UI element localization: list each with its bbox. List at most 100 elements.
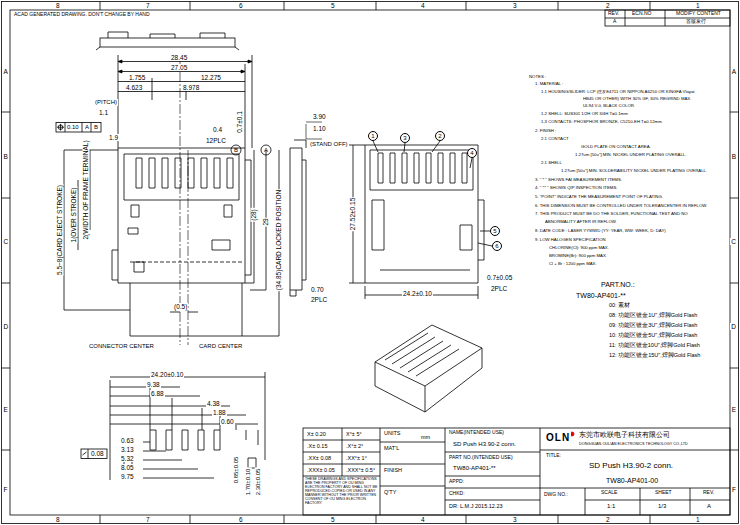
vertical-dimension: 0.85±0.05 — [233, 456, 240, 485]
callout-number: 5 — [493, 228, 496, 234]
drawing-label: 8. DATE CODE : LASER YYWWD (YY: YEAR, WW… — [534, 229, 667, 234]
drawing-label: X± 0.20 — [306, 431, 327, 437]
drawing-label: 1.10 — [312, 125, 327, 132]
drawing-label: 2.1 SHELL — [540, 161, 563, 166]
drawing-label: 4.38 — [206, 400, 221, 407]
vertical-dimension: 27.52±0.15 — [349, 197, 356, 231]
drawing-label: 0.60 — [220, 418, 235, 425]
callout-circle: 5 — [490, 226, 500, 236]
drawing-label: B — [731, 153, 737, 160]
drawing-label: 1.88 — [212, 409, 227, 416]
drawing-label: TW80-AP401-** — [575, 292, 627, 300]
drawing-label: 3 — [512, 516, 518, 523]
drawing-label: (PITCH) — [94, 99, 118, 106]
callout-circle: 4 — [467, 148, 477, 158]
drawing-label: 27.05 — [170, 64, 188, 71]
drawing-label: .XXX± 0.05 — [306, 467, 336, 473]
vertical-dimension: 0.7±0.1 — [236, 110, 243, 134]
drawing-label: A — [706, 503, 712, 510]
drawing-label: 12.275 — [200, 74, 222, 81]
drawing-label: MODIFY CONTENT — [675, 11, 722, 17]
drawing-label: 2PLC — [310, 296, 328, 303]
drawing-label: 0.08 — [90, 450, 105, 457]
drawing-label: 4 — [420, 516, 426, 523]
drawing-label: A — [84, 124, 90, 131]
drawing-label: 7. THIS PRODUCT MUST BE DO THE SOLDER, F… — [534, 212, 689, 217]
drawing-label: 09: 功能区镀金3U",焊脚Gold Flash — [608, 322, 698, 328]
drawing-label: 24.2±0.10 — [402, 290, 433, 297]
drawing-label: 2. FINISH : — [534, 129, 557, 134]
drawing-label: 0.10 — [66, 124, 80, 131]
drawing-label: OLN — [545, 432, 571, 443]
drawing-label: 8.05 — [120, 464, 135, 471]
drawing-label: REV. — [702, 490, 715, 496]
drawing-label: ABNORMALITY AFTER IR REFLOW. — [544, 220, 618, 225]
drawing-label: .XXX°± 0.5° — [345, 467, 376, 473]
drawing-label: 8 — [55, 516, 61, 523]
drawing-label: TW80-AP401-00 — [605, 477, 659, 485]
drawing-label: 1.1 HOUSING/SLIDER: LCP (住友E4711 OR NIPP… — [540, 90, 696, 95]
drawing-label: F — [3, 486, 9, 493]
vertical-dimension: 29 — [262, 217, 269, 226]
drawing-label: 7 — [145, 2, 151, 9]
callout-circle: 2 — [435, 131, 445, 141]
drawing-label: 6 — [238, 2, 244, 9]
drawing-label: 08: 功能区镀金1U",焊脚Gold Flash — [608, 312, 698, 318]
drawing-label: 11: 功能区镀金10U",焊脚Gold Flash — [608, 342, 701, 348]
vertical-dimension: 1(OVER STROKE) — [70, 187, 77, 244]
drawing-label: C — [730, 238, 737, 245]
vertical-dimension: 2(WIDTH OF FRAME TERMINAL) — [82, 139, 89, 240]
drawing-label: .XX± 0.08 — [306, 455, 332, 461]
callout-circle: 3 — [400, 133, 410, 143]
drawing-label: 1:1 — [606, 503, 616, 510]
drawing-label: 2 — [605, 516, 611, 523]
drawing-label: A — [3, 68, 9, 75]
drawing-label: 2 — [605, 2, 611, 9]
callout-number: 2 — [438, 133, 441, 139]
drawing-label: 4. " ** " SHOWS QIP INSPECTION ITEMS. — [534, 186, 618, 191]
vertical-dimension: (28) — [250, 208, 257, 222]
drawing-label: MAT'L — [383, 445, 400, 451]
drawing-label: 1. MATERIAL : — [534, 82, 564, 87]
drawing-label: A — [612, 19, 617, 25]
drawing-label: NOTES : — [528, 75, 547, 80]
drawing-label: 0.63 — [120, 437, 135, 444]
drawing-label: 6. THIS DIMENSION MUST BE CONTROLLED UND… — [534, 204, 708, 209]
drawing-label: 3.13 — [120, 446, 135, 453]
drawing-label: TITLE: — [545, 453, 562, 459]
drawing-label: DR: L.M.J 2015.12.23 — [448, 503, 504, 509]
drawing-label: CHKD: — [448, 491, 466, 497]
drawing-label: 1.2 SHELL: SUS301 1/2H OR 3/4H T=0.1mm — [540, 112, 629, 117]
drawing-label: X°± 5° — [345, 431, 363, 437]
drawing-label: UNITS — [383, 430, 402, 436]
drawing-label: 1.27um [50u"] MIN. SOLDERABILITY NICKEL … — [560, 169, 708, 174]
drawing-label: ACAD GENERATED DRAWING. DON'T CHANGE BY … — [13, 12, 151, 18]
drawing-label: 9.75 — [120, 473, 135, 480]
drawing-label: D — [730, 323, 737, 330]
drawing-label: A — [731, 68, 737, 75]
drawing-label: FINISH — [383, 467, 403, 473]
drawing-label: B — [3, 153, 9, 160]
drawing-label: 8.978 — [182, 84, 200, 91]
drawing-label: SCALE — [600, 490, 618, 496]
drawing-label: CARD CENTER — [198, 343, 243, 350]
drawing-label: 5 — [330, 2, 336, 9]
datum-label: B — [233, 147, 239, 154]
drawing-label: 8 — [55, 2, 61, 9]
vertical-dimension: (34.85)CARD LOCKED POSITION — [275, 189, 282, 291]
drawing-label: 3. " * " SHOWS FAI MEASUREMENT ITEMS. — [534, 178, 623, 183]
drawing-label: 4 — [420, 2, 426, 9]
callout-number: 4 — [470, 150, 473, 156]
drawing-label: 1.27um [50u"] MIN. NICKEL UNDER PLATING … — [574, 153, 687, 158]
vertical-dimension: 5.5~8(CARD EJECT STROKE) — [56, 184, 63, 276]
drawing-label: B — [93, 124, 99, 131]
drawing-label: REV. — [607, 11, 620, 17]
drawing-label: 1.755 — [128, 74, 146, 81]
drawing-label: GOLD PLATE ON CONTACT AREA. — [580, 145, 652, 150]
drawing-label: Cl + Br : 1200 ppm MAX. — [548, 262, 598, 267]
drawing-label: 5 — [330, 516, 336, 523]
drawing-label: HB45 OR OTHER) WITH 30% GF, 30% REGRIND … — [582, 97, 692, 102]
drawing-label: 5.32 — [120, 455, 135, 462]
drawing-label: 9. LOW HALOGEN SPECIFICATION — [534, 238, 607, 243]
